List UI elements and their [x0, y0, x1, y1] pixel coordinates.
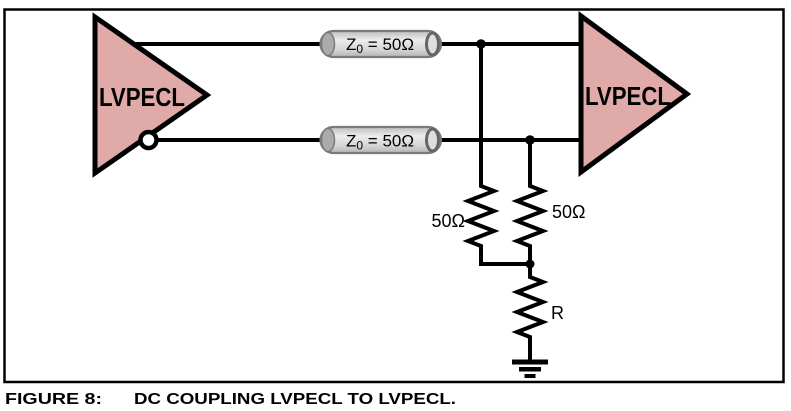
- tline-end-cap: [425, 31, 440, 57]
- resistor-left-50ohm: [462, 44, 530, 266]
- tline-bottom-label: Z0 = 50Ω: [346, 132, 414, 153]
- caption-title: DC COUPLING LVPECL TO LVPECL.: [134, 391, 456, 408]
- figure-caption: FIGURE 8: DC COUPLING LVPECL TO LVPECL.: [5, 391, 456, 408]
- resistor-left-label: 50Ω: [432, 211, 465, 231]
- resistor-r: [511, 264, 549, 361]
- tline-bottom: [319, 125, 443, 155]
- resistor-r-label: R: [551, 303, 564, 323]
- figure-border: [3, 8, 785, 384]
- resistor-right-label: 50Ω: [552, 202, 585, 222]
- tline-top-label: Z0 = 50Ω: [346, 35, 414, 56]
- caption-label: FIGURE 8:: [5, 391, 102, 408]
- receiver-buffer-triangle: [578, 11, 692, 177]
- junction-dot-node: [525, 259, 535, 269]
- resistor-right-50ohm: [511, 141, 549, 264]
- receiver-label: LVPECL: [585, 81, 671, 111]
- tline-top: [319, 29, 443, 59]
- tline-end-cap: [425, 127, 440, 153]
- junction-dot-top: [476, 39, 486, 49]
- ground-icon: [512, 359, 548, 378]
- driver-label: LVPECL: [99, 82, 185, 112]
- junction-dot-bottom: [525, 135, 535, 145]
- inversion-bubble-icon: [138, 129, 159, 151]
